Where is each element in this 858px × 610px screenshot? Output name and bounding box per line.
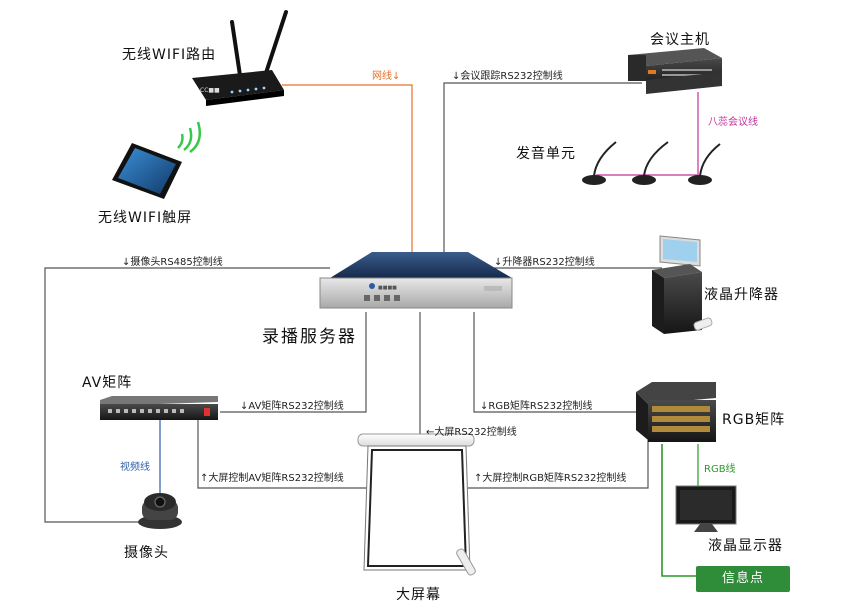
microphone-icon [688,143,721,185]
screen-av-cable [197,418,370,489]
wifi-signal-icon [177,121,201,154]
network-cable-label: 网线↓ [372,71,401,82]
screen-label: 大屏幕 [396,587,441,603]
screen-rs232-label: ←大屏RS232控制线 [426,427,517,438]
server-badge: ■■■■ [378,285,397,291]
conf-track-cable-label: ↓会议跟踪RS232控制线 [452,71,563,82]
camera-rs485-label: ↓摄像头RS485控制线 [122,257,223,268]
conference-host-label: 会议主机 [650,32,710,48]
rgb-matrix [636,382,716,442]
touchscreen-label: 无线WIFI触屏 [98,210,193,226]
conf-track-cable [443,82,642,256]
screen-av-label: ↑大屏控制AV矩阵RS232控制线 [200,473,344,484]
network-cable [282,84,413,262]
lcd-display [675,485,737,532]
microphone-icon [632,141,669,185]
server-label: 录播服务器 [262,327,357,347]
lift-rs232-label: ↓升降器RS232控制线 [494,257,595,268]
eight-core-cable-label: 八蕊会议线 [708,117,758,128]
av-rs232-cable [220,312,367,413]
eight-core-cable [596,92,699,176]
lcd-lift-label: 液晶升降器 [704,287,779,303]
router-label: 无线WIFI路由 [122,47,217,63]
rgb-cable-label: RGB线 [704,464,736,475]
microphone-units [582,141,721,185]
projection-screen [357,433,476,576]
video-cable-label: 视频线 [120,462,150,473]
rgb-rs232-cable [473,312,638,413]
av-matrix-label: AV矩阵 [82,375,133,391]
av-matrix [100,396,218,420]
info-point-box: 信息点 [696,566,790,592]
conference-host [628,48,722,94]
mic-unit-label: 发音单元 [516,146,576,162]
screen-rgb-label: ↑大屏控制RGB矩阵RS232控制线 [474,473,627,484]
camera-label: 摄像头 [124,545,169,561]
camera-rs485-cable [44,267,330,523]
wifi-router: CC■■ [192,10,288,106]
rgb-matrix-label: RGB矩阵 [722,412,786,428]
info-point-cable [661,444,696,577]
screen-rgb-cable [468,440,649,489]
recording-server: ■■■■ [319,252,513,309]
router-brand: CC■■ [200,87,220,94]
av-rs232-label: ↓AV矩阵RS232控制线 [240,401,344,412]
microphone-icon [582,141,617,185]
lcd-display-label: 液晶显示器 [708,538,783,554]
cables [44,82,699,577]
ptz-camera [138,493,182,529]
rgb-rs232-label: ↓RGB矩阵RS232控制线 [480,401,593,412]
lcd-lift [652,235,713,334]
wifi-touchscreen [112,121,201,199]
